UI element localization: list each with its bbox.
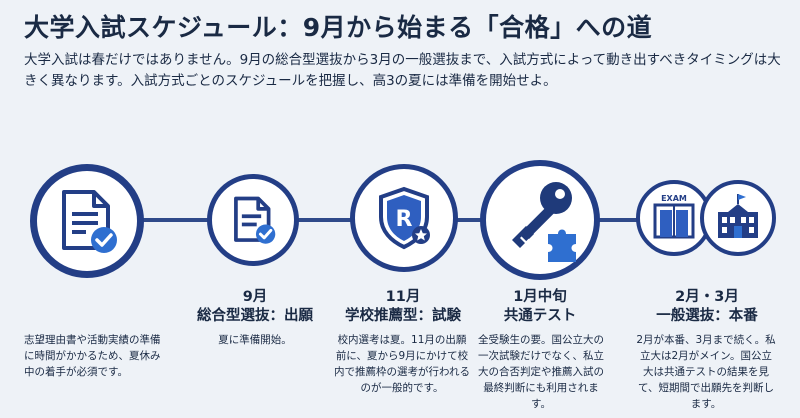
document-check-icon xyxy=(62,190,117,253)
timeline-node-university xyxy=(700,180,776,256)
step-feb-desc: 2月が本番、3月まで続く。私立大は2月がメイン。国公立大は共通テストの結果を見て… xyxy=(636,334,776,410)
step-jan-desc: 全受験生の要。国公立大の一次試験だけでなく、私立大の合否判定や推薦入試の最終判断… xyxy=(478,334,604,410)
timeline-node-start xyxy=(30,164,144,278)
timeline-node-sept xyxy=(207,174,299,266)
step-nov-desc: 校内選考は夏。11月の出願前に、夏から9月にかけて校内で推薦枠の選考が行われるの… xyxy=(334,334,470,394)
step-nov-date: 11月 xyxy=(385,289,421,305)
page-title: 大学入試スケジュール：9月から始まる「合格」への道 xyxy=(24,13,653,42)
key-puzzle-icon xyxy=(512,182,576,262)
exam-sign: EXAM xyxy=(661,194,687,203)
step-nov-name: 学校推薦型：試験 xyxy=(345,308,461,324)
lead-text: 大学入試は春だけではありません。9月の総合型選抜から3月の一般選抜まで、入試方式… xyxy=(24,52,781,89)
intro-note: 志望理由書や活動実績の準備に時間がかかるため、夏休み中の着手が必須です。 xyxy=(24,334,161,378)
step-jan-date: 1月中旬 xyxy=(513,289,567,305)
university-building-icon xyxy=(718,194,758,238)
recommendation-shield-icon: R xyxy=(379,186,430,250)
exam-door-icon: EXAM xyxy=(653,194,695,239)
step-feb-date: 2月・3月 xyxy=(675,289,739,305)
timeline-node-nov: R xyxy=(350,164,458,272)
step-sept-name: 総合型選抜：出願 xyxy=(197,308,313,324)
step-jan-name: 共通テスト xyxy=(503,308,577,324)
step-sept-desc: 夏に準備開始。 xyxy=(218,334,292,346)
shield-letter: R xyxy=(396,207,413,232)
step-feb-name: 一般選抜：本番 xyxy=(656,308,758,324)
document-check-icon xyxy=(234,196,276,244)
timeline-node-jan xyxy=(480,160,600,280)
step-sept-date: 9月 xyxy=(242,289,268,305)
